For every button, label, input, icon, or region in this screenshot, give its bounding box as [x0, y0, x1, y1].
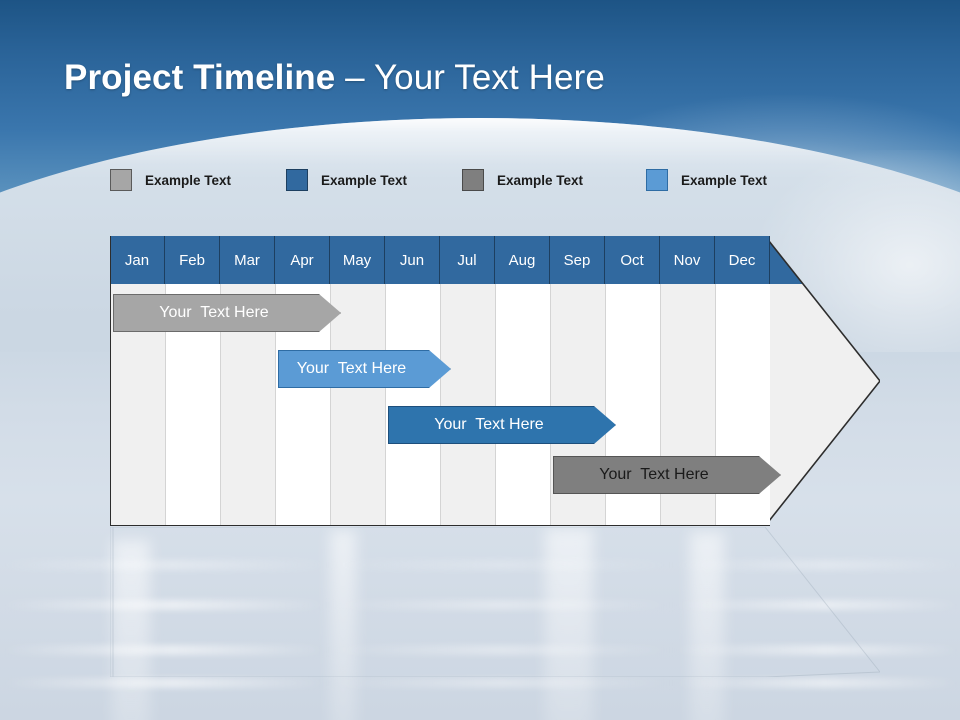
column-divider — [275, 284, 276, 525]
legend-label-3: Example Text — [497, 172, 584, 188]
month-header-jan[interactable]: Jan — [110, 236, 165, 284]
month-column-jul — [440, 236, 495, 526]
task-bar-label-2: Your Text Here — [296, 360, 407, 377]
task-bar-label-1: Your Text Here — [159, 304, 269, 321]
column-divider — [605, 284, 606, 525]
legend-label-2: Example Text — [321, 172, 408, 188]
column-divider — [330, 284, 331, 525]
month-header-mar[interactable]: Mar — [220, 236, 275, 284]
task-bar-4[interactable]: Your Text Here — [553, 456, 781, 494]
month-header-jun[interactable]: Jun — [385, 236, 440, 284]
month-column-aug — [495, 236, 550, 526]
legend-item-4[interactable]: Example Text — [646, 166, 767, 194]
legend-item-1[interactable]: Example Text — [110, 166, 231, 194]
month-column-mar — [220, 236, 275, 526]
legend-label-4: Example Text — [681, 172, 768, 188]
title-light-part: Your Text Here — [373, 58, 605, 97]
month-header-apr[interactable]: Apr — [275, 236, 330, 284]
month-header-feb[interactable]: Feb — [165, 236, 220, 284]
legend: Example Text Example Text Example Text Exam… — [110, 166, 850, 194]
month-column-feb — [165, 236, 220, 526]
title-bold-part: Project Timeline — [64, 58, 336, 97]
task-bar-label-4: Your Text Here — [599, 466, 709, 483]
month-header-dec[interactable]: Dec — [715, 236, 770, 284]
task-bar-2[interactable]: Your Text Here — [278, 350, 451, 388]
title-separator: – — [335, 58, 374, 97]
legend-swatch-3 — [462, 169, 484, 191]
column-divider — [715, 284, 716, 525]
task-bar-3[interactable]: Your Text Here — [388, 406, 616, 444]
month-header-sep[interactable]: Sep — [550, 236, 605, 284]
column-divider — [220, 284, 221, 525]
month-header-oct[interactable]: Oct — [605, 236, 660, 284]
month-header-aug[interactable]: Aug — [495, 236, 550, 284]
column-divider — [660, 284, 661, 525]
legend-swatch-1 — [110, 169, 132, 191]
month-header-nov[interactable]: Nov — [660, 236, 715, 284]
month-column-jan — [110, 236, 165, 526]
column-divider — [165, 284, 166, 525]
legend-swatch-2 — [286, 169, 308, 191]
task-bar-label-3: Your Text Here — [434, 416, 544, 433]
column-divider — [550, 284, 551, 525]
legend-label-1: Example Text — [145, 172, 232, 188]
column-divider — [440, 284, 441, 525]
legend-item-2[interactable]: Example Text — [286, 166, 407, 194]
month-header-may[interactable]: May — [330, 236, 385, 284]
page-title: Project Timeline – Your Text Here — [64, 58, 605, 98]
month-header-jul[interactable]: Jul — [440, 236, 495, 284]
column-divider — [385, 284, 386, 525]
column-divider — [495, 284, 496, 525]
legend-swatch-4 — [646, 169, 668, 191]
task-bar-1[interactable]: Your Text Here — [113, 294, 341, 332]
timeline-arrow-shape — [110, 236, 880, 526]
legend-item-3[interactable]: Example Text — [462, 166, 583, 194]
